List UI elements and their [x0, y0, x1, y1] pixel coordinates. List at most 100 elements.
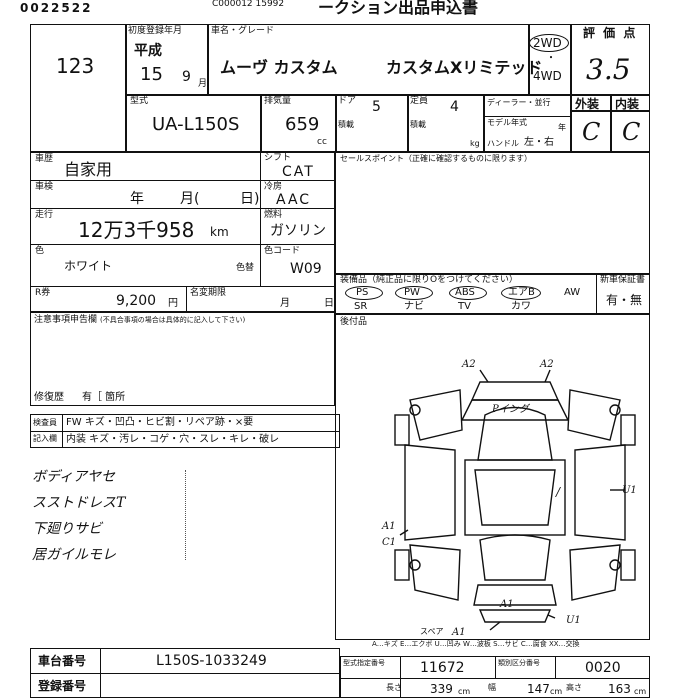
new-warranty-value: 有・無: [606, 293, 643, 307]
diagram-mark-a1-left: A1: [382, 521, 396, 532]
car-grade: カスタムXリミテッド: [386, 58, 543, 77]
color-code-value: W09: [290, 261, 322, 277]
shift-value: CAT: [282, 164, 315, 180]
equip-top-3: エアB: [508, 287, 535, 298]
displacement-unit: cc: [317, 137, 327, 147]
fuel-label: 燃料: [264, 210, 283, 220]
fuel-value: ガソリン: [270, 223, 326, 239]
class-num-value: 0020: [585, 660, 621, 676]
diagram-mark-u1-rear: U1: [566, 615, 581, 626]
diagram-mark-ping: Pイング: [492, 404, 529, 415]
color-label: 色: [35, 246, 45, 256]
inspection-day: 日): [240, 191, 260, 207]
detail-record-label: 記入欄: [33, 434, 57, 443]
handle-value: 左・右: [524, 137, 554, 148]
info-block: [30, 152, 335, 312]
rating-interior: C: [622, 118, 641, 146]
usage-value: 自家用: [64, 160, 113, 179]
displacement-label: 排気量: [264, 96, 292, 106]
width-label: 幅: [488, 683, 496, 692]
handle-label: ハンドル: [487, 139, 519, 148]
car-name: ムーヴ カスタム: [220, 58, 338, 77]
class-num-label: 類別区分番号: [498, 659, 540, 667]
inspection-year: 年: [130, 191, 144, 207]
load-label: 積載: [338, 120, 354, 129]
displacement-value: 659: [285, 114, 320, 135]
diagram-mark-a1-rear: A1: [500, 599, 514, 610]
model-label: 型式: [130, 96, 149, 106]
note-3: 居ガイルモレ: [32, 547, 116, 563]
inspection-label: 車検: [35, 182, 54, 192]
sales-point-box: [335, 152, 650, 274]
small-code: C000012 15992: [212, 0, 285, 9]
chassis-value: L150S-1033249: [156, 653, 267, 669]
drive-4wd: 4WD: [533, 69, 562, 83]
diagram-mark-slash: /: [556, 485, 561, 499]
height-unit: cm: [634, 687, 647, 696]
shift-label: シフト: [264, 153, 292, 163]
diagram-mark-a1-bumper: A1: [452, 627, 466, 638]
repair-value: 有［ 箇所: [82, 392, 126, 403]
repair-label: 修復歴: [34, 392, 64, 403]
sales-point-label: セールスポイント（正確に確認するものに限ります）: [340, 154, 532, 163]
options-label: 後付品: [340, 317, 368, 327]
model-year-unit: 年: [558, 123, 566, 132]
rating-label: 評 価 点: [583, 26, 638, 40]
equip-ps-circle: [345, 286, 383, 300]
equip-top-1: PW: [404, 287, 420, 298]
lot-number: 123: [56, 54, 95, 78]
caution-note: (不具合事項の場合は具体的に記入して下さい): [100, 316, 246, 324]
doors-value: 5: [372, 99, 381, 115]
equip-abs-circle: [449, 286, 487, 300]
width-value: 147: [527, 682, 550, 696]
equip-pw-circle: [395, 286, 433, 300]
usage-label: 車歴: [35, 154, 54, 164]
repaint-label: 色替: [236, 263, 255, 273]
recycle-value: 9,200: [116, 293, 157, 309]
first-reg-month-unit: 月: [198, 79, 208, 89]
first-reg-label: 初度登録年月: [128, 26, 183, 36]
model-value: UA-L150S: [152, 114, 240, 135]
form-title: ークション出品申込書: [318, 0, 479, 17]
type-cert-value: 11672: [420, 660, 465, 676]
diagram-mark-a2-front-left: A2: [462, 359, 476, 370]
note-2: 下廻りサビ: [32, 521, 102, 537]
deadline-day: 日: [324, 298, 334, 309]
dealer-label: ディーラー・並行: [487, 98, 551, 107]
model-year-label: モデル年式: [487, 118, 527, 127]
aircon-label: 冷房: [264, 182, 283, 192]
registration-label: 登録番号: [38, 679, 87, 693]
recycle-label: R券: [35, 288, 51, 298]
car-name-label: 車名・グレード: [211, 26, 275, 36]
rating-interior-label: 内装: [615, 97, 640, 111]
capacity-label: 定員: [410, 96, 429, 106]
equip-bottom-2: TV: [458, 301, 471, 312]
equip-airbag-circle: [501, 286, 541, 300]
new-warranty-label: 新車保証書: [600, 275, 646, 285]
first-reg-era: 平成: [134, 43, 162, 59]
drive-2wd-circle: [529, 34, 569, 52]
drive-dot: ・: [546, 53, 556, 64]
equip-bottom-3: カワ: [511, 301, 531, 312]
diagram-mark-c1-left: C1: [382, 537, 397, 548]
detail-row-1: FW キズ・凹凸・ヒビ割・リペア跡・×要: [66, 417, 254, 428]
color-code-label: 色コード: [264, 246, 301, 256]
equipment-label: 装備品（純正品に限りOをつけてください）: [340, 275, 518, 285]
rating-exterior: C: [582, 118, 601, 146]
equipment-box: [335, 274, 650, 314]
type-cert-label: 型式指定番号: [343, 659, 385, 667]
equip-top-2: ABS: [455, 287, 475, 298]
doors-label: ドア: [338, 96, 357, 106]
mileage-value: 12万3千958: [78, 218, 195, 242]
equip-bottom-1: ナビ: [404, 301, 424, 312]
length-label: 長さ: [386, 683, 402, 692]
damage-legend: A…キズ E…エクボ U…凹み W…波板 S…サビ C…腐食 XX…交換: [372, 640, 580, 648]
recycle-unit: 円: [168, 298, 178, 309]
aircon-value: AAC: [276, 192, 312, 208]
deadline-month: 月: [280, 298, 290, 309]
equip-bottom-0: SR: [354, 301, 368, 312]
mileage-unit: km: [210, 225, 229, 239]
damage-diagram: [394, 369, 636, 631]
detail-check-label: 検査員: [33, 418, 57, 427]
color-value: ホワイト: [64, 259, 113, 273]
